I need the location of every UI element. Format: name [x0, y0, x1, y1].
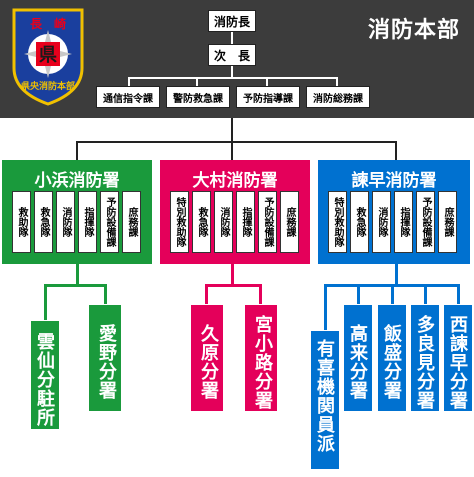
connector — [395, 264, 398, 286]
connector — [424, 284, 427, 304]
division-box: 救助隊 — [12, 191, 31, 253]
connector — [76, 141, 78, 160]
division-box: 特別救助隊 — [328, 191, 347, 253]
section-box: 警防救急課 — [166, 86, 230, 108]
connector — [196, 77, 198, 86]
substation-konagai: 高来分署 — [343, 304, 373, 412]
substation-tarami: 多良見分署 — [410, 304, 440, 412]
emblem-center-char: 県 — [39, 45, 57, 66]
hq-title: 消防本部 — [367, 18, 460, 43]
substation-kubara: 久原分署 — [190, 304, 224, 412]
division-box: 庶務課 — [438, 191, 457, 253]
division-box: 指揮隊 — [78, 191, 97, 253]
station-name: 小浜消防署 — [34, 171, 120, 191]
section-box: 予防指導課 — [236, 86, 300, 108]
division-box: 消防隊 — [372, 191, 391, 253]
station-obama: 小浜消防署 救助隊 救急隊 消防隊 指揮隊 予防設備課 庶務課 — [2, 160, 152, 264]
connector — [231, 118, 233, 142]
division-box: 特別救助隊 — [170, 191, 189, 253]
division-box: 指揮隊 — [236, 191, 255, 253]
connector — [104, 284, 107, 304]
connector — [44, 284, 47, 320]
hq-band: 県 長 崎 県央消防本部 消防本部 消防長 次 長 通信指令課 警防救急課 予防… — [0, 0, 474, 118]
division-box: 消防隊 — [56, 191, 75, 253]
connector — [128, 77, 338, 79]
connector — [44, 284, 107, 287]
connector — [128, 77, 130, 86]
substation-ukimachi: 有喜機関員派出所 — [284, 330, 340, 470]
division-box: 救急隊 — [192, 191, 211, 253]
station-name: 諫早消防署 — [351, 171, 437, 191]
division-box: 庶務課 — [122, 191, 141, 253]
division-box: 消防隊 — [214, 191, 233, 253]
connector — [231, 65, 233, 77]
substation-isahaya-iimori: 飯盛分署 — [377, 304, 407, 412]
connector — [205, 284, 208, 304]
connector — [266, 77, 268, 86]
station-name: 大村消防署 — [192, 171, 278, 191]
division-box: 庶務課 — [280, 191, 299, 253]
station-omura: 大村消防署 特別救助隊 救急隊 消防隊 指揮隊 予防設備課 庶務課 — [160, 160, 310, 264]
substation-nishi-isahaya: 西諫早分署 — [443, 304, 473, 412]
connector — [395, 141, 397, 160]
emblem-top-text: 長 崎 — [30, 16, 66, 31]
substation-miyakoji: 宮小路分署 — [244, 304, 278, 412]
connector — [231, 264, 234, 286]
division-box: 予防設備課 — [100, 191, 119, 253]
connector — [76, 141, 396, 143]
connector — [231, 31, 233, 44]
division-box: 救急隊 — [34, 191, 53, 253]
shield-emblem-icon: 県 長 崎 県央消防本部 — [12, 8, 84, 106]
connector — [324, 284, 327, 330]
connector — [231, 141, 233, 160]
division-box: 予防設備課 — [416, 191, 435, 253]
emblem-bottom-text: 県央消防本部 — [21, 80, 75, 92]
section-box: 消防総務課 — [306, 86, 370, 108]
connector — [391, 284, 394, 304]
connector — [76, 264, 79, 286]
chief-box: 消防長 — [208, 10, 256, 32]
connector — [457, 284, 460, 304]
connector — [357, 284, 360, 304]
deputy-box: 次 長 — [208, 44, 256, 66]
division-box: 指揮隊 — [394, 191, 413, 253]
connector — [336, 77, 338, 86]
connector — [259, 284, 262, 304]
section-box: 通信指令課 — [96, 86, 160, 108]
connector — [205, 284, 262, 287]
substation-aino: 愛野分署 — [88, 304, 122, 412]
station-isahaya: 諫早消防署 特別救助隊 救急隊 消防隊 指揮隊 予防設備課 庶務課 — [318, 160, 470, 264]
division-box: 救急隊 — [350, 191, 369, 253]
substation-unzen: 雲仙分駐所 — [30, 320, 60, 430]
division-box: 予防設備課 — [258, 191, 277, 253]
